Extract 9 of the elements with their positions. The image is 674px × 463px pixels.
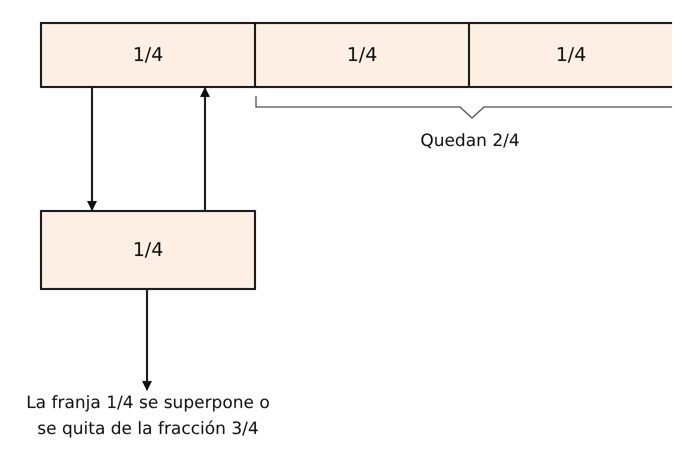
fraction-strip-piece: 1/4	[40, 210, 256, 290]
arrow	[142, 290, 152, 391]
explanation-text: La franja 1/4 se superpone o se quita de la fracción 3/4	[20, 390, 276, 450]
arrow	[87, 88, 97, 211]
arrow	[200, 87, 210, 210]
remaining-fraction-label: Quedan 2/4	[419, 130, 521, 153]
fraction-strip-cell: 1/4	[254, 22, 470, 88]
fraction-strip-cell: 1/4	[40, 22, 256, 88]
fraction-strip-cell: 1/4	[468, 22, 672, 88]
